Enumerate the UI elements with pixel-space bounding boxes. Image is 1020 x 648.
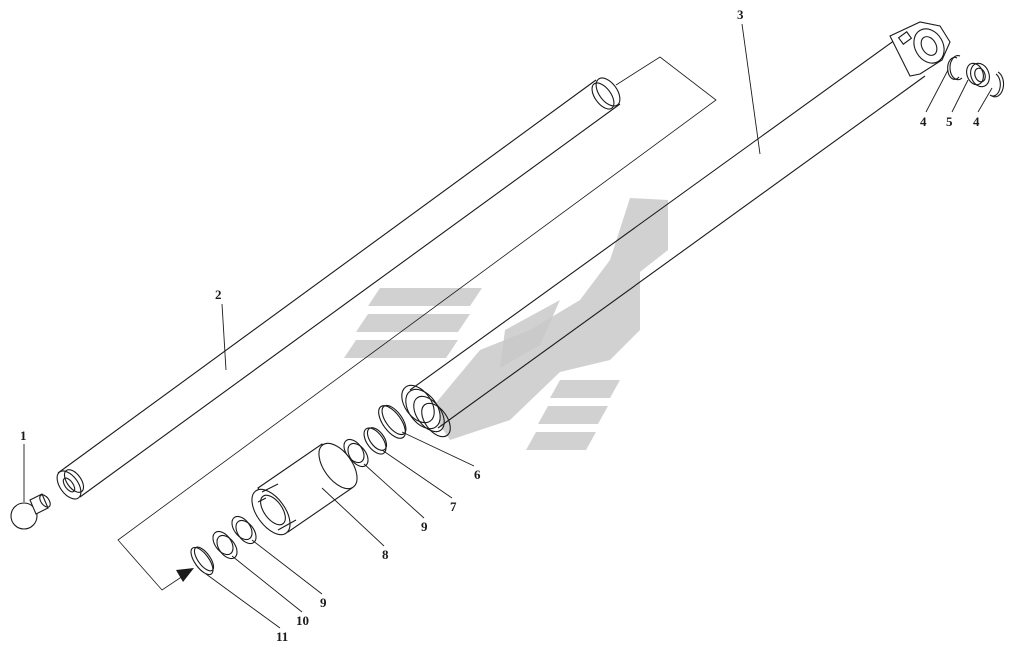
part-4-ring-a bbox=[947, 55, 963, 81]
label-8: 8 bbox=[382, 547, 389, 562]
part-5-bushing bbox=[966, 62, 990, 88]
watermark-logo bbox=[344, 198, 668, 450]
label-9-a: 9 bbox=[421, 519, 428, 534]
arrow-head-icon bbox=[176, 568, 194, 582]
part-11-ring bbox=[190, 546, 215, 576]
part-labels: 1 2 3 4 5 4 6 7 9 8 9 10 11 bbox=[20, 7, 980, 644]
label-4-a: 4 bbox=[920, 114, 927, 129]
label-5: 5 bbox=[946, 114, 953, 129]
leader-lines bbox=[23, 23, 993, 629]
label-6: 6 bbox=[474, 467, 481, 482]
part-7-ring bbox=[363, 427, 388, 455]
part-1-cap bbox=[10, 493, 51, 530]
label-4-b: 4 bbox=[973, 114, 980, 129]
part-2-tube bbox=[56, 77, 621, 500]
part-3-rod bbox=[401, 21, 951, 438]
label-2: 2 bbox=[215, 287, 222, 302]
label-7: 7 bbox=[450, 499, 457, 514]
part-8-piston bbox=[251, 442, 358, 536]
part-9-ring-lower bbox=[231, 515, 257, 545]
part-10-ring bbox=[212, 530, 238, 560]
part-4-ring-b bbox=[989, 71, 1005, 98]
label-1: 1 bbox=[20, 428, 27, 443]
label-9-b: 9 bbox=[320, 595, 327, 610]
assembly-bracket-line bbox=[117, 56, 717, 591]
label-10: 10 bbox=[296, 613, 309, 628]
part-6-ring bbox=[378, 404, 407, 439]
label-11: 11 bbox=[276, 629, 288, 644]
label-3: 3 bbox=[737, 7, 744, 22]
